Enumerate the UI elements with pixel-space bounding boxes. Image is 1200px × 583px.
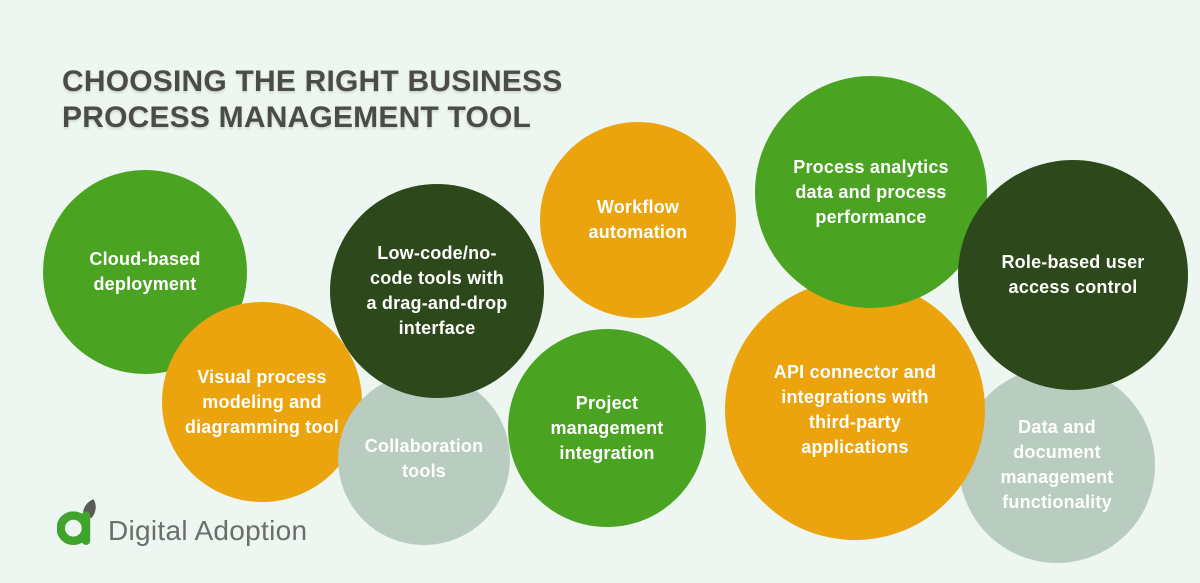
bubble-api-connector-integrations: API connector and integrations with thir… [725, 280, 985, 540]
bubble-role-based-access-control: Role-based user access control [958, 160, 1188, 390]
bubble-label: Project management integration [550, 392, 664, 463]
bubble-data-document-management: Data and document management functionali… [959, 367, 1155, 563]
bubble-visual-process-modeling: Visual process modeling and diagramming … [162, 302, 362, 502]
bubble-label: Process analytics data and process perfo… [793, 156, 949, 227]
bubble-label: API connector and integrations with thir… [773, 362, 937, 457]
bubble-workflow-automation: Workflow automation [540, 122, 736, 318]
bubble-cloud-based-deployment: Cloud-based deployment [43, 170, 247, 374]
bubble-label: Low-code/no- code tools with a drag-and-… [366, 243, 508, 338]
bubble-label: Collaboration tools [364, 436, 484, 481]
page-title: CHOOSING THE RIGHT BUSINESS PROCESS MANA… [62, 65, 563, 134]
bubble-label: Role-based user access control [1001, 252, 1145, 297]
bubble-label: Visual process modeling and diagramming … [184, 366, 340, 437]
brand-name: Digital Adoption [108, 515, 308, 546]
bubble-low-code-no-code-tools: Low-code/no- code tools with a drag-and-… [330, 184, 544, 398]
bubble-process-analytics: Process analytics data and process perfo… [755, 76, 987, 308]
bubble-label: Cloud-based deployment [89, 249, 201, 294]
brand-footer: Digital Adoption [57, 499, 307, 548]
digital-adoption-logo-icon [57, 499, 96, 545]
bubble-label: Workflow automation [588, 197, 688, 242]
bubble-collaboration-tools: Collaboration tools [338, 373, 510, 545]
bubble-project-management-integration: Project management integration [508, 329, 706, 527]
bubble-label: Data and document management functionali… [1000, 417, 1114, 512]
